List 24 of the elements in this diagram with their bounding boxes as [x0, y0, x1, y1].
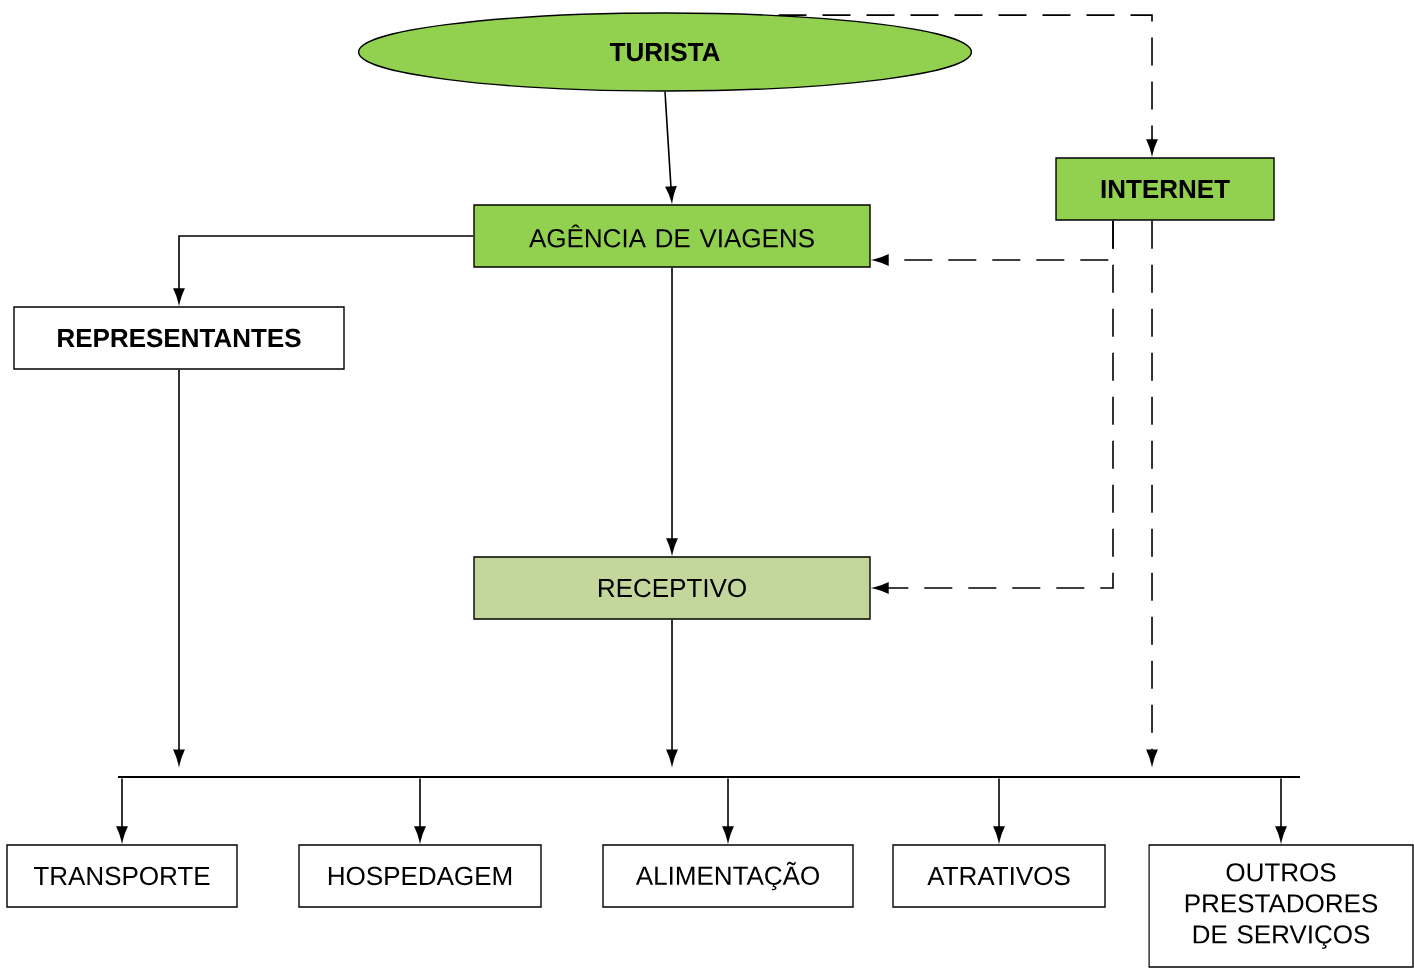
arrow: [414, 777, 426, 842]
arrow: [1146, 219, 1158, 765]
process-box: REPRESENTANTES: [13, 306, 345, 370]
process-box: INTERNET: [1055, 157, 1275, 221]
arrow: [666, 266, 678, 554]
service-box: HOSPEDAGEM: [298, 844, 542, 908]
process-box: AGÊNCIA DE VIAGENS: [473, 204, 871, 268]
arrow: [1275, 777, 1287, 842]
arrow: [993, 777, 1005, 842]
arrow: [173, 368, 185, 765]
service-box: ATRATIVOS: [892, 844, 1106, 908]
arrow: [116, 777, 128, 842]
arrow: [777, 14, 1158, 155]
arrow: [666, 618, 678, 765]
arrow: [873, 219, 1114, 594]
service-box: OUTROS PRESTADORES DE SERVIÇOS: [1148, 844, 1414, 968]
process-box: RECEPTIVO: [473, 556, 871, 620]
arrow: [664, 90, 677, 202]
oval-node: TURISTA: [357, 12, 973, 92]
branch-line: [118, 776, 1300, 778]
service-box: TRANSPORTE: [6, 844, 238, 908]
arrow: [173, 235, 475, 304]
service-box: ALIMENTAÇÃO: [602, 844, 854, 908]
arrow: [722, 777, 734, 842]
